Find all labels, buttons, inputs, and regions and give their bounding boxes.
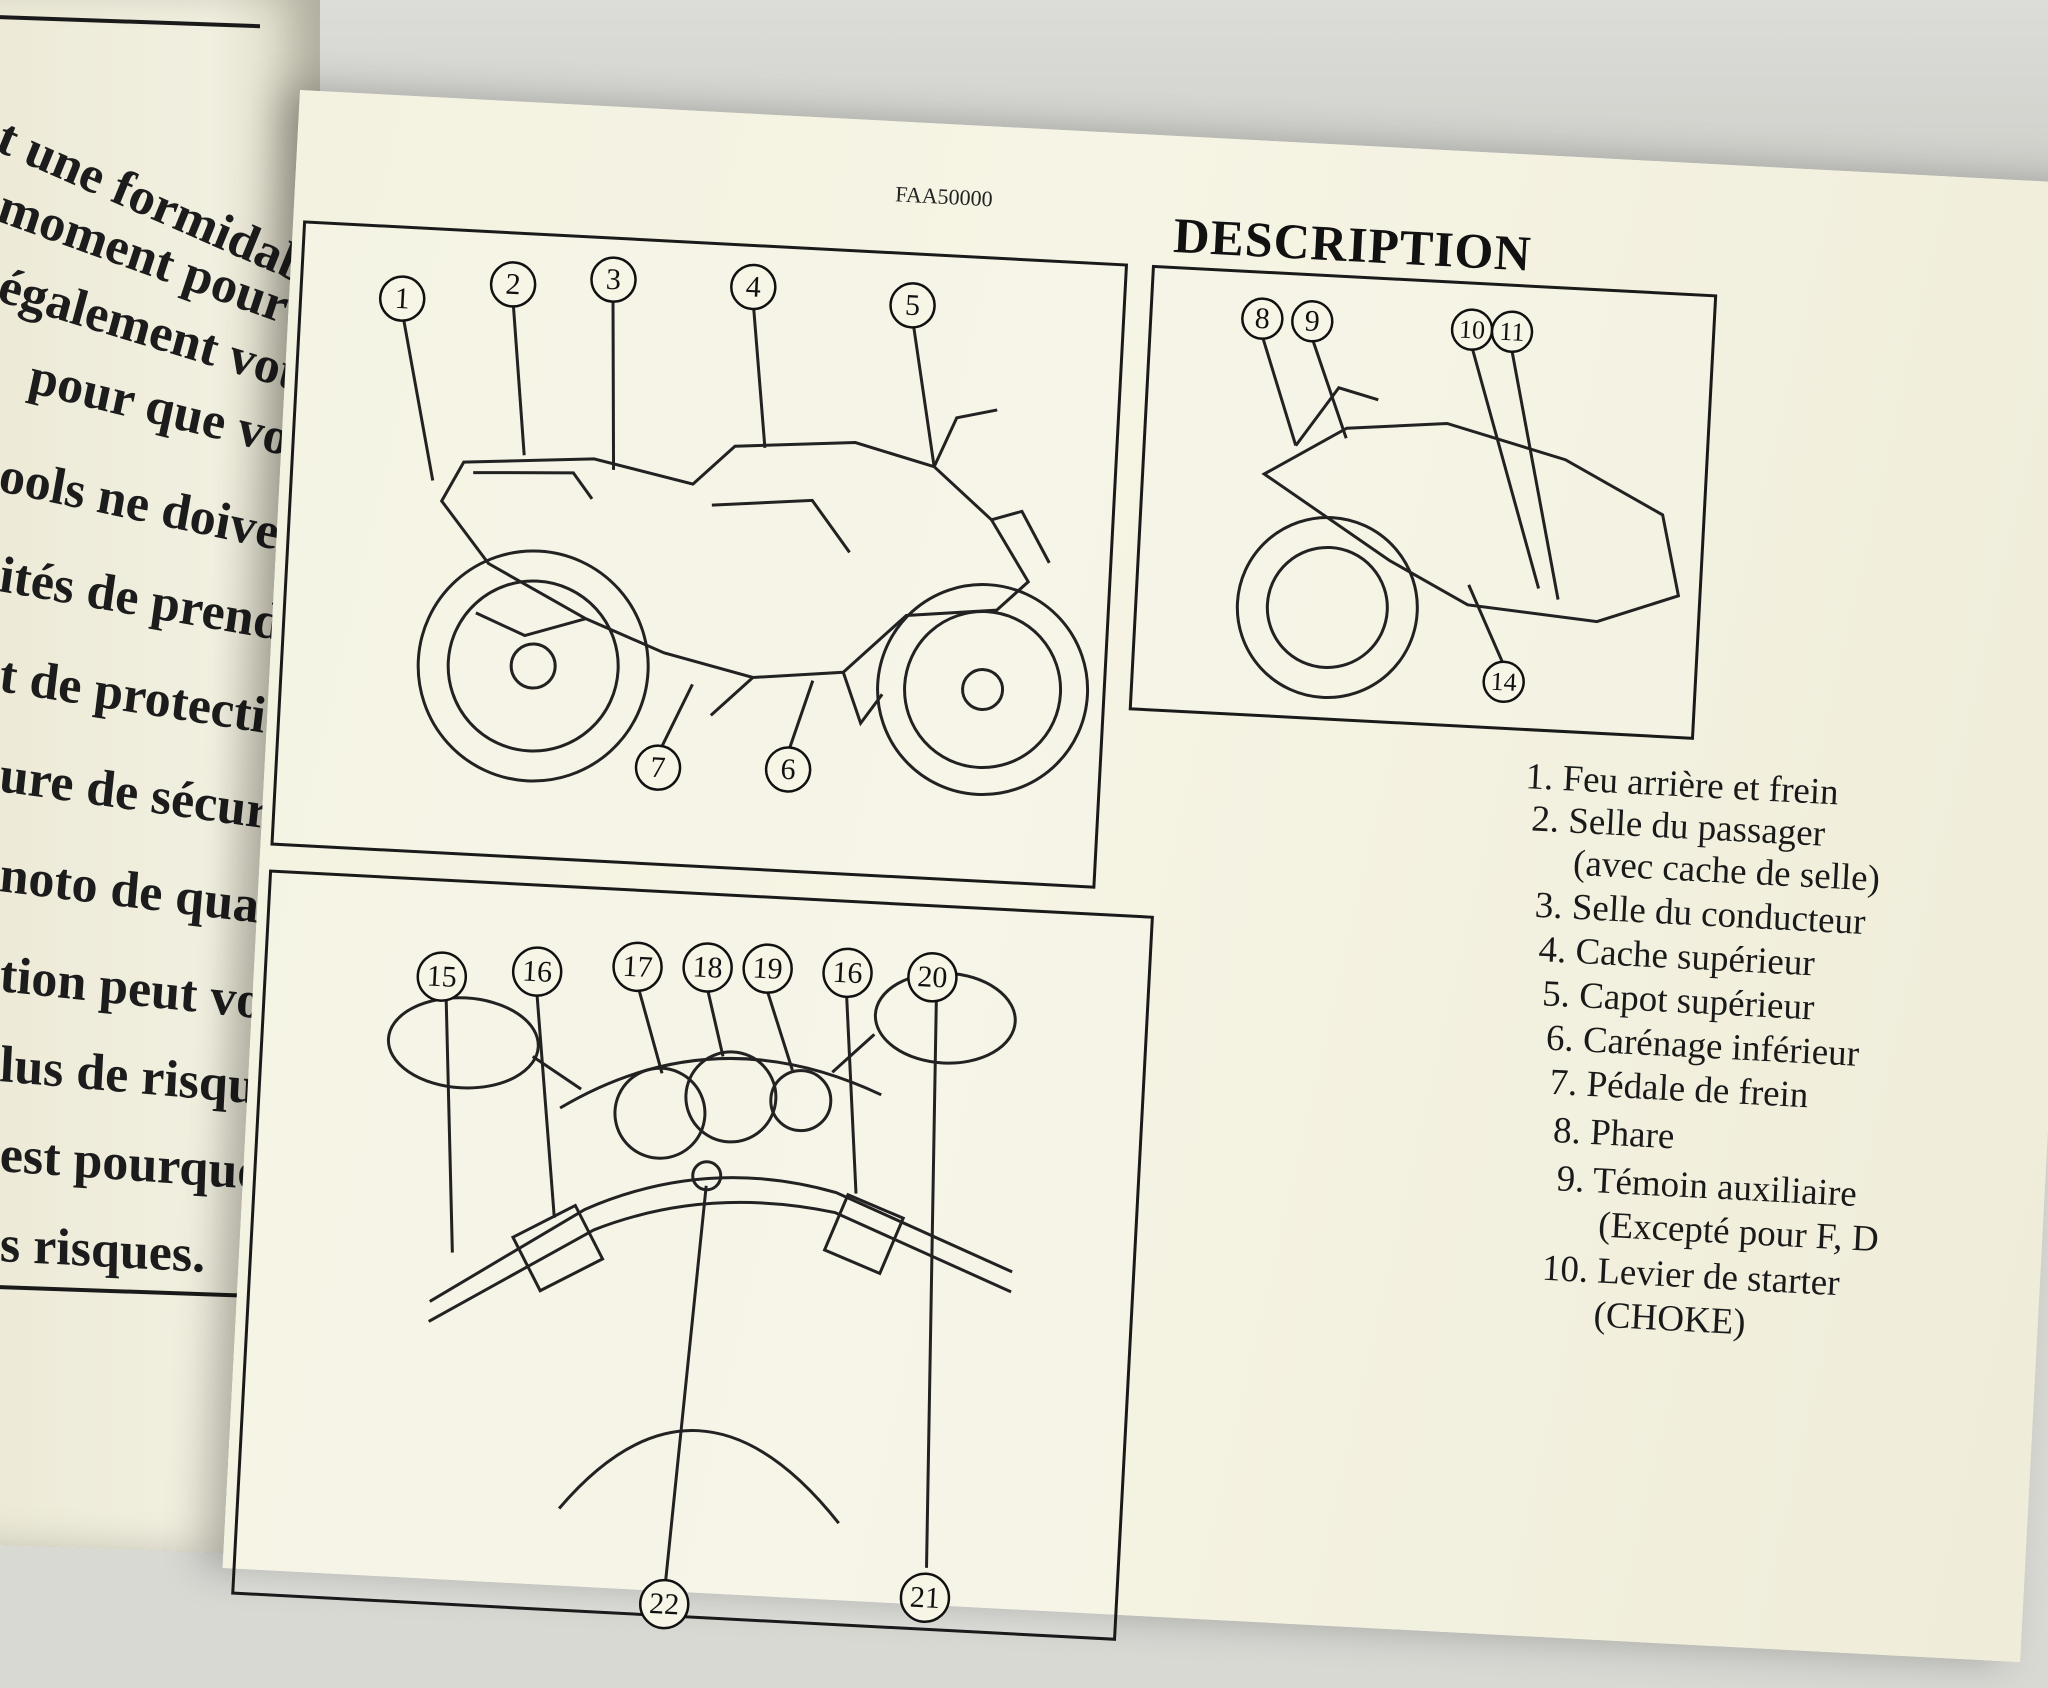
- svg-text:10: 10: [1458, 315, 1485, 345]
- motorcycle-side-drawing: 1 2 3 4 5 6 7: [378, 256, 1090, 797]
- callout-5: 5: [889, 282, 936, 329]
- callout-2: 2: [489, 261, 537, 308]
- callout-15: 15: [416, 951, 468, 1002]
- svg-text:19: 19: [752, 951, 784, 986]
- callout-11: 11: [1490, 310, 1534, 354]
- callout-1: 1: [378, 275, 426, 322]
- svg-text:1: 1: [394, 282, 411, 316]
- svg-text:20: 20: [917, 960, 949, 995]
- right-page: FAA50000 DESCRIPTION: [222, 90, 2048, 1663]
- callout-7: 7: [634, 744, 682, 791]
- callout-4: 4: [730, 263, 777, 311]
- top-rule: [0, 13, 260, 29]
- left-line: ités de prendr: [0, 546, 310, 657]
- svg-text:16: 16: [521, 954, 553, 989]
- callout-16: 16: [511, 946, 563, 997]
- svg-text:9: 9: [1304, 304, 1321, 338]
- svg-text:21: 21: [909, 1581, 941, 1616]
- callout-18: 18: [682, 942, 733, 993]
- svg-text:3: 3: [605, 263, 622, 297]
- svg-text:14: 14: [1490, 667, 1517, 697]
- left-line: s risques.: [0, 1216, 206, 1284]
- callout-17: 17: [612, 941, 663, 993]
- svg-text:2: 2: [505, 268, 522, 302]
- callout-16-right: 16: [822, 947, 873, 999]
- callout-6: 6: [764, 746, 812, 793]
- svg-text:5: 5: [904, 288, 921, 322]
- svg-text:18: 18: [692, 950, 724, 985]
- callout-9: 9: [1291, 300, 1334, 343]
- callout-22: 22: [639, 1578, 690, 1630]
- bottom-rule: [0, 1283, 260, 1299]
- figure-cockpit: 15 16 17 18 19 16 20 21 22: [231, 869, 1154, 1641]
- svg-text:6: 6: [780, 753, 797, 787]
- left-line: ure de sécurit: [0, 746, 304, 845]
- callout-19: 19: [742, 943, 793, 994]
- figure-front-view: 8 9 10 11 14: [1128, 264, 1718, 740]
- callout-20: 20: [907, 952, 958, 1003]
- svg-text:11: 11: [1499, 317, 1526, 347]
- legend-item: (CHOKE): [1592, 1294, 1747, 1344]
- cockpit-drawing: 15 16 17 18 19 16 20 21 22: [386, 941, 1017, 1630]
- svg-text:7: 7: [650, 751, 667, 785]
- left-page-text: t une formidab moment pour e également v…: [0, 104, 329, 1284]
- callout-10: 10: [1450, 308, 1494, 351]
- parts-legend: 1. Feu arrière et frein 2. Selle du pass…: [1525, 755, 2046, 1343]
- svg-text:17: 17: [622, 950, 654, 985]
- svg-text:16: 16: [832, 956, 864, 991]
- figure-side-view: 1 2 3 4 5 6 7: [270, 220, 1129, 889]
- section-code: FAA50000: [894, 181, 994, 212]
- callout-14: 14: [1482, 660, 1525, 704]
- callout-8: 8: [1241, 297, 1284, 340]
- motorcycle-front-drawing: 8 9 10 11 14: [1235, 297, 1681, 704]
- callout-21: 21: [899, 1572, 951, 1624]
- callout-3: 3: [590, 256, 637, 303]
- svg-text:15: 15: [426, 959, 458, 994]
- svg-text:22: 22: [648, 1587, 680, 1622]
- svg-text:8: 8: [1254, 302, 1271, 336]
- svg-text:4: 4: [745, 270, 762, 304]
- legend-item: 8. Phare: [1552, 1110, 1676, 1158]
